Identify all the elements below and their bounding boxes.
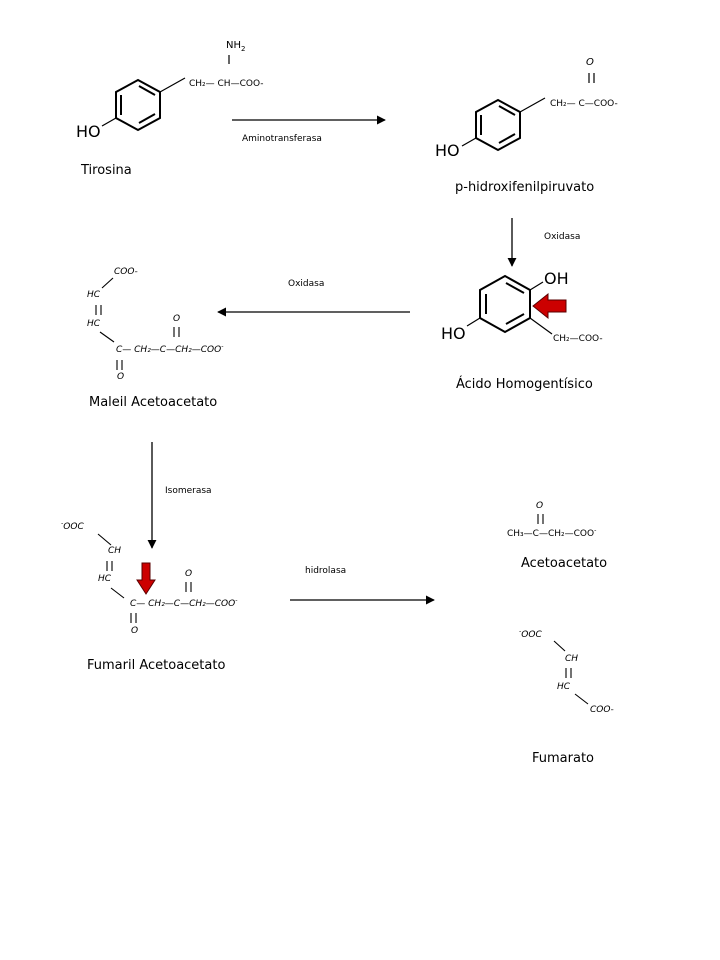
homogentisico-side-chain: CH₂—COO-	[553, 334, 603, 344]
homogentisico-ho-label: HO	[441, 324, 466, 343]
maleil-name: Maleil Acetoacetato	[89, 395, 218, 410]
homogentisico-oh-label: OH	[544, 269, 569, 288]
maleil-hc1-label: HC	[87, 290, 101, 300]
enzyme-hidrolasa: hidrolasa	[305, 566, 347, 576]
enzyme-oxidasa-1: Oxidasa	[544, 232, 581, 242]
fumaril-highlight-arrow	[136, 562, 156, 595]
enzyme-aminotransferasa: Aminotransferasa	[242, 134, 322, 144]
tirosina-bonds	[101, 55, 230, 127]
hidroxifenilpiruvato-name: p-hidroxifenilpiruvato	[455, 180, 595, 195]
hidroxifenilpiruvato-side-chain: CH₂— C—COO-	[550, 99, 618, 109]
fumarato-hc-label: HC	[557, 682, 571, 692]
maleil-bonds	[95, 277, 180, 370]
hidroxifenilpiruvato-o-label: O	[586, 57, 594, 68]
fumaril-ooc-label: -OOC	[61, 520, 84, 532]
acetoacetato-bonds	[537, 514, 544, 524]
enzyme-isomerasa: Isomerasa	[165, 486, 212, 496]
hidroxifenilpiruvato-bonds	[461, 73, 595, 147]
fumaril-hc-label: HC	[98, 574, 112, 584]
fumaril-bonds	[97, 533, 192, 623]
fumaril-side-chain: C— CH₂—C—CH₂—COO-	[130, 597, 238, 609]
fumarato-bonds	[553, 640, 589, 705]
tirosina-benzene-ring	[115, 78, 161, 132]
maleil-side-chain: C— CH₂—C—CH₂—COO-	[116, 343, 224, 355]
homogentisico-highlight-arrow	[532, 292, 567, 320]
fumarato-ooc-label: -OOC	[519, 628, 542, 640]
fumaril-o-top-label: O	[185, 569, 193, 579]
tirosina-side-chain: CH₂— CH—COO-	[189, 79, 264, 89]
maleil-hc2-label: HC	[87, 319, 101, 329]
fumaril-o-bottom-label: O	[131, 626, 139, 636]
homogentisico-benzene-ring	[479, 274, 531, 334]
fumaril-ch-label: CH	[108, 546, 122, 556]
tirosina-name: Tirosina	[81, 163, 132, 178]
maleil-coo-label: COO-	[114, 267, 138, 277]
enzyme-oxidasa-2: Oxidasa	[288, 279, 325, 289]
maleil-o-bottom-label: O	[117, 372, 125, 382]
homogentisico-name: Ácido Homogentísico	[456, 377, 593, 392]
fumarato-name: Fumarato	[532, 751, 594, 766]
acetoacetato-name: Acetoacetato	[521, 556, 608, 571]
fumaril-name: Fumaril Acetoacetato	[87, 658, 226, 673]
homogentisico-bonds	[466, 281, 553, 335]
acetoacetato-formula: CH₃—C—CH₂—COO-	[507, 527, 597, 539]
hidroxifenilpiruvato-ho-label: HO	[435, 141, 460, 160]
fumarato-coo-label: COO-	[590, 705, 614, 715]
tirosina-nh2-label: NH2	[226, 40, 246, 53]
acetoacetato-o-label: O	[536, 501, 544, 511]
maleil-o-top-label: O	[173, 314, 181, 324]
fumarato-ch-label: CH	[565, 654, 579, 664]
tirosina-ho-label: HO	[76, 122, 101, 141]
hidroxifenilpiruvato-benzene-ring	[475, 98, 521, 152]
